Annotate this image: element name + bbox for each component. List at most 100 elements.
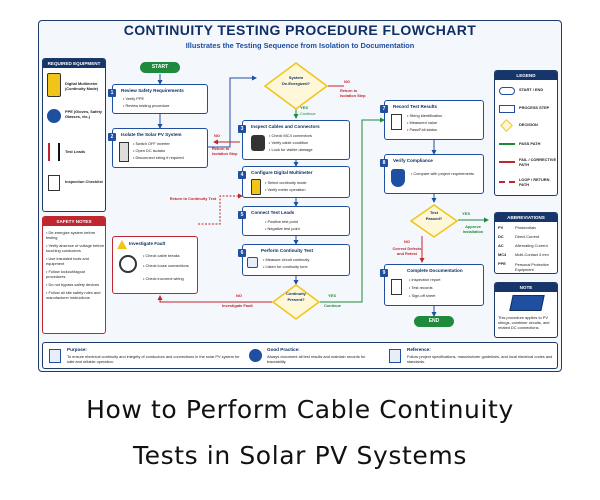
- document-icon: [391, 279, 402, 295]
- multimeter-icon: [251, 179, 261, 195]
- isolator-icon: [119, 142, 129, 162]
- abbrev-key: PPE: [498, 261, 506, 266]
- clipboard-icon: [49, 349, 61, 363]
- safety-item: • Follow all site safety rules and manuf…: [46, 290, 101, 300]
- decision-2-no: NO: [236, 293, 242, 298]
- legend-pass-swatch: [499, 143, 515, 145]
- investigate-fault-box: Investigate Fault • Check cable breaks •…: [112, 236, 198, 294]
- decision-3-label: Test: [430, 210, 438, 215]
- page-title: CONTINUITY TESTING PROCEDURE FLOWCHART: [123, 22, 477, 38]
- note-panel: NOTE This procedure applies to PV string…: [494, 282, 558, 338]
- start-terminal: START: [140, 62, 180, 73]
- step-number: 3: [238, 125, 246, 133]
- abbrev-key: PV: [498, 225, 504, 230]
- equipment-item: PPE (Gloves, Safety Glasses, etc.): [65, 109, 102, 119]
- step-number: 2: [108, 133, 116, 141]
- decision-1-no-note: Return to Isolation Step: [340, 88, 366, 98]
- step-4-box: 4 Configure Digital Multimeter • Select …: [238, 166, 350, 198]
- decision-2-yes: YES: [328, 293, 337, 298]
- decision-1-yes: YES: [300, 105, 309, 110]
- safety-item: • Follow lockout/tagout procedures: [46, 269, 86, 279]
- abbrev-value: Direct Current: [515, 234, 540, 239]
- legend-item: PASS PATH: [519, 141, 541, 146]
- step-title: Inspect Cables and Connectors: [251, 124, 320, 129]
- fault-bullet: • Check loose connections: [143, 263, 189, 268]
- step-bullet: • Listen for continuity tone: [263, 264, 308, 269]
- step-bullet: • Look for visible damage: [269, 147, 313, 152]
- step-bullet: • Test records: [409, 285, 433, 290]
- equipment-item: Test Leads: [65, 149, 86, 154]
- arrow-fault-return: [198, 193, 243, 225]
- step-title: Isolate the Solar PV System: [121, 132, 182, 137]
- step-bullet: • Pass/Fail status: [407, 127, 437, 132]
- decision-2-yes-note: Continue: [324, 303, 341, 308]
- legend-item: PROCESS STEP: [519, 105, 550, 110]
- footer-reference-text: Follow project specifications, manufactu…: [407, 354, 553, 364]
- decision-3-yes: YES: [462, 211, 471, 216]
- decision-3-no: NO: [404, 239, 410, 244]
- step-bullet: • Disconnect string if required: [133, 155, 184, 160]
- step-bullet: • Positive test point: [265, 219, 298, 224]
- decision-2-no-note: Investigate Fault: [222, 303, 253, 308]
- abbreviations-panel: ABBREVIATIONS PV Photovoltaic DC Direct …: [494, 212, 558, 274]
- legend-item: FAIL / CORRECTIVE PATH: [519, 157, 557, 167]
- step-number: 9: [380, 269, 388, 277]
- abbrev-key: DC: [498, 234, 504, 239]
- step-bullet: • Negative test point: [265, 226, 300, 231]
- decision-3-label: Passed?: [425, 216, 443, 221]
- note-text: This procedure applies to PV strings, co…: [498, 315, 550, 330]
- step-bullet: • Verify meter operation: [265, 187, 306, 192]
- footer-panel: Purpose: To ensure electrical continuity…: [42, 342, 558, 369]
- step-bullet: • Open DC isolator: [133, 148, 166, 153]
- footer-purpose-title: Purpose:: [67, 347, 87, 352]
- safety-item: • Do not bypass safety devices: [46, 282, 100, 287]
- clipboard-icon: [391, 114, 402, 130]
- step-title: Complete Documentation: [407, 268, 463, 273]
- fault-title: Investigate Fault: [129, 241, 166, 246]
- step-title: Record Test Results: [393, 104, 438, 109]
- step-bullet: • Inspection report: [409, 277, 441, 282]
- legend-title: LEGEND: [495, 71, 557, 80]
- step-title: Perform Continuity Test: [261, 248, 313, 253]
- legend-fail-swatch: [499, 161, 515, 163]
- decision-1-diamond: [264, 62, 328, 110]
- step-7-box: 7 Record Test Results • String identific…: [380, 100, 484, 140]
- step-number: 5: [238, 211, 246, 219]
- step-bullet: • String identification: [407, 113, 443, 118]
- caption-line-1: How to Perform Cable Continuity: [86, 395, 514, 424]
- shield-check-icon: [391, 169, 405, 187]
- step-number: 6: [238, 249, 246, 257]
- legend-terminal-swatch: [499, 87, 515, 95]
- safety-item: • De-energize system before testing: [46, 230, 96, 240]
- page-subtitle: Illustrates the Testing Sequence from Is…: [185, 41, 415, 50]
- safety-item: • Use insulated tools and equipment: [46, 256, 89, 266]
- legend-loop-swatch: [499, 181, 515, 183]
- step-bullet: • Measure circuit continuity: [263, 257, 310, 262]
- equipment-item: Digital Multimeter (Continuity Mode): [65, 81, 99, 91]
- arrow-d2-fault: [157, 295, 272, 303]
- safety-title: SAFETY NOTES: [43, 217, 105, 226]
- caption-line-2: Tests in Solar PV Systems: [133, 441, 467, 470]
- step-1-box: 1 Review Safety Requirements • Verify PP…: [108, 84, 208, 114]
- step-bullet: • Measured value: [407, 120, 438, 125]
- abbrev-key: MC4: [498, 252, 507, 257]
- note-title: NOTE: [495, 283, 557, 292]
- decision-2-label: Present?: [287, 297, 305, 302]
- step-3-box: 3 Inspect Cables and Connectors • Check …: [238, 120, 350, 160]
- warning-icon: [117, 240, 127, 249]
- decision-1-label: System: [288, 75, 304, 80]
- step-bullet: • Verify PPE: [123, 96, 145, 101]
- fault-return-note: Return to Continuity Test: [169, 196, 217, 201]
- step-number: 1: [108, 89, 116, 97]
- book-icon: [389, 349, 401, 363]
- step-title: Configure Digital Multimeter: [251, 170, 313, 175]
- equipment-panel: REQUIRED EQUIPMENT Digital Multimeter (C…: [42, 58, 106, 212]
- step-title: Connect Test Leads: [251, 210, 295, 215]
- step-5-box: 5 Connect Test Leads • Positive test poi…: [238, 206, 350, 236]
- footer-purpose-text: To ensure electrical continuity and inte…: [67, 354, 240, 364]
- speaker-icon: [247, 257, 258, 268]
- test-leads-icon: [48, 143, 60, 161]
- step-number: 4: [238, 171, 246, 179]
